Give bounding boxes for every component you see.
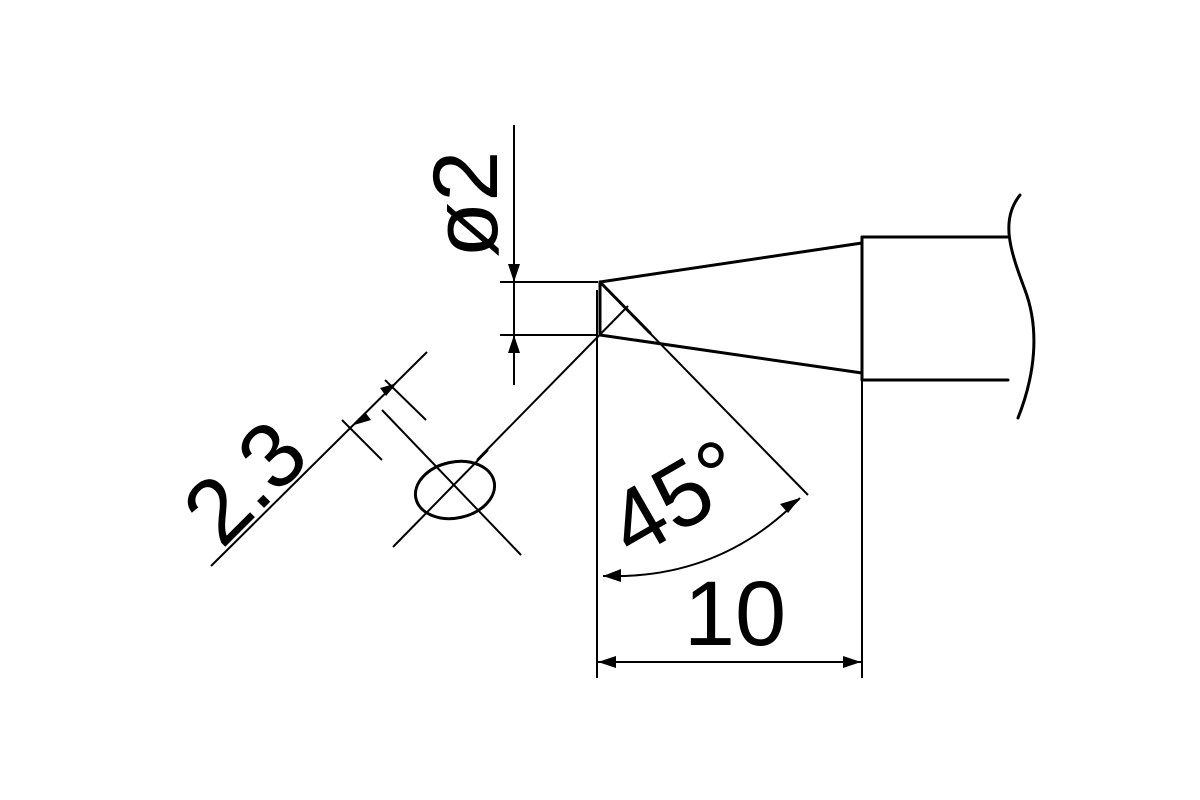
diameter-label: ø2 [415, 151, 517, 258]
bevel-face-view: 2.3 [164, 351, 522, 567]
extension-lines [596, 290, 863, 678]
diameter-arrow-bottom [508, 335, 520, 353]
diameter-dimension: ø2 [415, 125, 598, 385]
angle-label: 45° [591, 419, 762, 577]
tip-outline [598, 193, 1036, 420]
angle-arrow-left [603, 569, 621, 582]
length-arrow-left [598, 656, 616, 668]
bevel-label: 2.3 [164, 402, 327, 565]
length-label: 10 [684, 563, 786, 665]
length-dimension: 10 [598, 563, 861, 668]
bevel-lines [476, 280, 809, 496]
bevel-arrow-lower [354, 412, 371, 425]
break-line [1007, 193, 1036, 420]
bevel-face-ellipse [413, 459, 497, 521]
bevel-arrow-upper [380, 383, 397, 396]
diameter-arrow-top [508, 264, 520, 282]
angle-dimension: 45° [591, 419, 801, 582]
angle-arrow-right [780, 498, 800, 513]
length-arrow-right [843, 656, 861, 668]
